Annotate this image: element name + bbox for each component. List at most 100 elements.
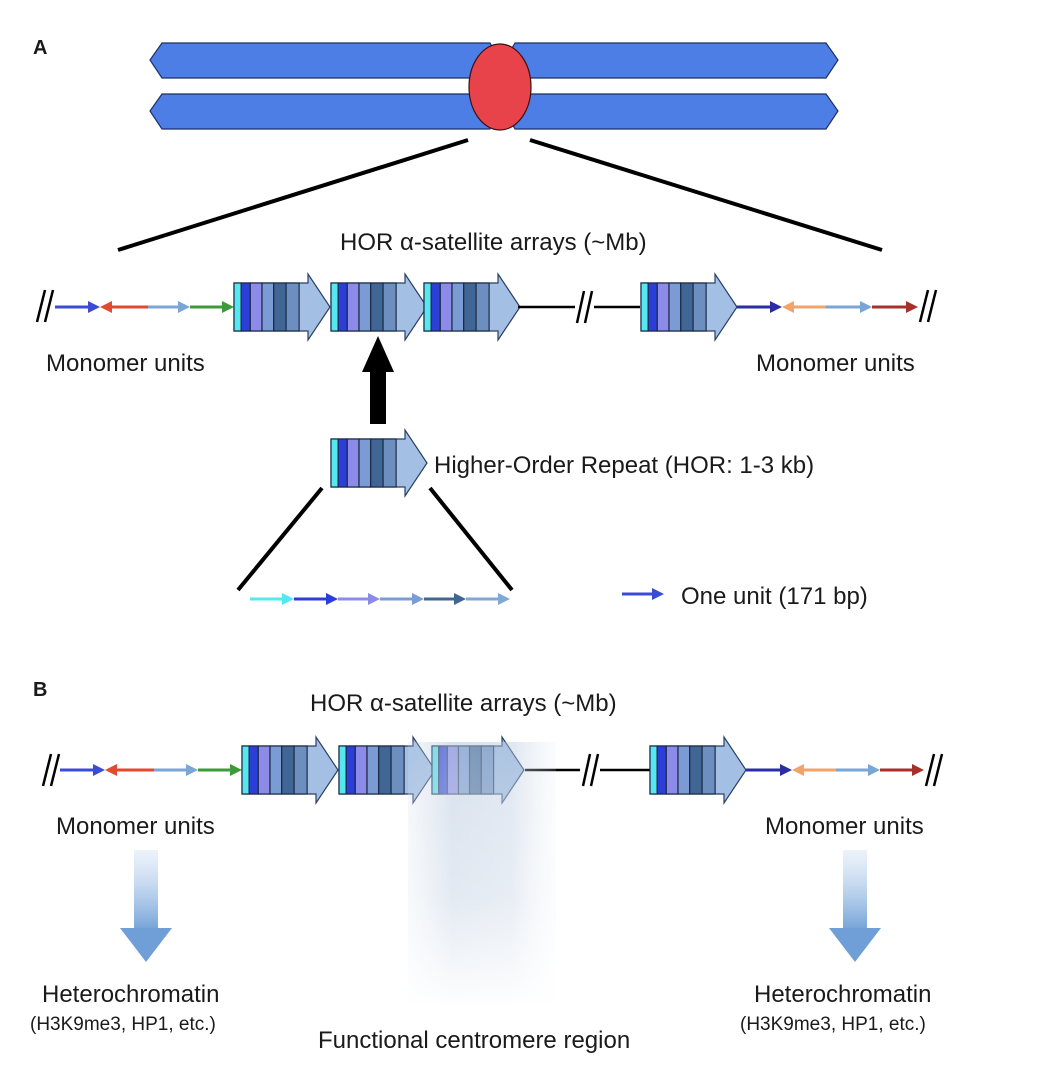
monomer-arrow-head — [782, 301, 794, 313]
chromosome — [149, 42, 839, 131]
monomer-stripe — [423, 282, 432, 332]
unit-arrows — [250, 593, 510, 605]
hor-label: Higher-Order Repeat (HOR: 1-3 kb) — [434, 452, 814, 479]
monomer-stripe — [293, 745, 308, 795]
monomer-stripe — [382, 438, 397, 488]
monomer-arrow-head — [412, 593, 424, 605]
monomer-stripe — [358, 282, 372, 332]
heterochromatin-arrow-right-icon — [829, 850, 881, 962]
monomer-arrow-head — [860, 301, 872, 313]
hor-block — [330, 272, 428, 342]
monomer-arrow-head — [93, 764, 105, 776]
monomer-arrow-head — [222, 301, 234, 313]
break-mark-right — [918, 289, 938, 323]
monomer-arrow-head — [326, 593, 338, 605]
monomer-arrow-head — [792, 764, 804, 776]
monomer-stripe — [285, 282, 300, 332]
monomer-arrow-head — [88, 301, 100, 313]
panel-b-monomer-right-label: Monomer units — [765, 813, 924, 840]
monomer-stripe — [248, 745, 259, 795]
hor-expansion-line-right — [428, 486, 514, 592]
one-unit-arrow-icon — [622, 588, 664, 600]
monomer-arrow-head — [652, 588, 664, 600]
chromatid-upper-right — [504, 42, 839, 79]
hor-single — [330, 428, 428, 498]
monomer-stripe — [346, 282, 360, 332]
chromatid-lower-left — [149, 93, 501, 130]
hor-block — [649, 735, 747, 805]
monomer-stripe — [463, 282, 477, 332]
hor-block — [640, 272, 738, 342]
break-mark-left — [41, 753, 61, 787]
monomer-arrow-head — [100, 301, 112, 313]
panel-a-label: A — [33, 37, 47, 59]
monomer-stripe — [233, 282, 242, 332]
monomer-stripe — [366, 745, 380, 795]
monomer-stripe — [475, 282, 490, 332]
monomer-stripe — [692, 282, 707, 332]
monomer-stripe — [370, 438, 384, 488]
monomer-stripe — [269, 745, 283, 795]
hetero-right-title: Heterochromatin — [754, 981, 931, 1008]
monomer-arrow-head — [868, 764, 880, 776]
monomer-stripe — [390, 745, 405, 795]
hor-block — [423, 272, 521, 342]
monomer-arrows-right — [746, 764, 924, 776]
monomer-arrow-head — [912, 764, 924, 776]
hor-block — [241, 735, 339, 805]
monomer-stripe — [665, 745, 679, 795]
monomer-stripe — [649, 745, 658, 795]
monomer-stripe — [378, 745, 392, 795]
monomer-stripe — [647, 282, 658, 332]
monomer-stripe — [345, 745, 356, 795]
monomer-stripe — [337, 282, 348, 332]
hor-expansion-line-left — [236, 486, 324, 592]
hetero-right-marks: (H3K9me3, HP1, etc.) — [740, 1014, 926, 1035]
monomer-stripe — [281, 745, 295, 795]
monomer-stripe — [354, 745, 368, 795]
panel-b-label: B — [33, 679, 47, 701]
functional-region-label: Functional centromere region — [318, 1027, 630, 1054]
monomer-stripe — [346, 438, 360, 488]
monomer-stripe — [451, 282, 465, 332]
chromatid-lower-right — [504, 93, 839, 130]
monomer-stripe — [430, 282, 441, 332]
monomer-stripe — [337, 438, 348, 488]
monomer-stripe — [249, 282, 263, 332]
break-mark-middle — [575, 290, 594, 324]
monomer-arrow-head — [186, 764, 198, 776]
break-mark-right — [924, 753, 944, 787]
monomer-arrow-head — [368, 593, 380, 605]
monomer-arrows-left — [55, 301, 234, 313]
panel-a-monomer-left-label: Monomer units — [46, 350, 205, 377]
zoom-line-left — [117, 138, 469, 252]
monomer-arrows-right — [737, 301, 918, 313]
panel-a-arrays-title: HOR α-satellite arrays (~Mb) — [340, 229, 647, 256]
monomer-arrows-left — [60, 764, 242, 776]
monomer-arrow-head — [770, 301, 782, 313]
monomer-stripe — [338, 745, 347, 795]
monomer-stripe — [261, 282, 275, 332]
monomer-stripe — [701, 745, 716, 795]
monomer-arrow-head — [282, 593, 294, 605]
monomer-arrow-head — [105, 764, 117, 776]
insertion-arrow-icon — [362, 336, 394, 424]
monomer-arrow-head — [178, 301, 190, 313]
hetero-left-marks: (H3K9me3, HP1, etc.) — [30, 1014, 216, 1035]
monomer-stripe — [257, 745, 271, 795]
monomer-stripe — [668, 282, 682, 332]
hor-block — [233, 272, 331, 342]
monomer-stripe — [241, 745, 250, 795]
monomer-stripe — [240, 282, 251, 332]
monomer-stripe — [656, 745, 667, 795]
monomer-stripe — [677, 745, 691, 795]
monomer-stripe — [640, 282, 649, 332]
monomer-stripe — [656, 282, 670, 332]
monomer-stripe — [273, 282, 287, 332]
panel-b-monomer-left-label: Monomer units — [56, 813, 215, 840]
hetero-left-title: Heterochromatin — [42, 981, 219, 1008]
monomer-arrow-head — [780, 764, 792, 776]
functional-region-shading — [408, 742, 556, 1004]
monomer-stripe — [382, 282, 397, 332]
monomer-arrow-head — [498, 593, 510, 605]
